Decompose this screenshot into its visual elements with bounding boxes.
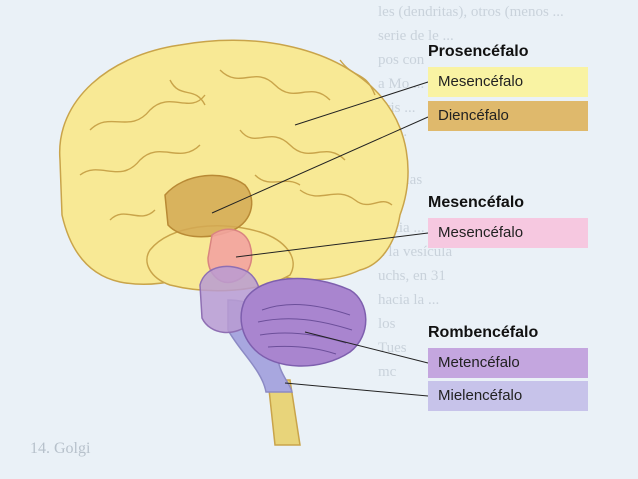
cerebrum-region <box>59 39 409 286</box>
label-box-metencefalo: Metencéfalo <box>428 348 588 378</box>
leader-line-prosencefalo-mesencefalo <box>294 81 429 126</box>
background-text-line: a Mo ... <box>378 76 425 92</box>
page-footer: 14. Golgi <box>30 440 91 457</box>
label-box-diencefalo: Diencéfalo <box>428 101 588 131</box>
gyri-lines <box>79 59 393 221</box>
group-title-prosencefalo: Prosencéfalo <box>428 43 529 60</box>
background-text-line: hacia la ... <box>378 292 440 308</box>
cerebellum-folia <box>257 304 353 355</box>
leader-line-metencefalo <box>304 331 429 364</box>
cerebellum-region <box>240 277 367 367</box>
leader-line-diencefalo <box>211 116 429 214</box>
label-box-mielencefalo: Mielencéfalo <box>428 381 588 411</box>
background-text-line: les (dendritas), otros (menos ... <box>378 4 564 20</box>
label-box-mesencefalo: Mesencéfalo <box>428 218 588 248</box>
group-title-rombencefalo: Rombencéfalo <box>428 324 539 341</box>
background-text-line: los <box>378 316 396 332</box>
background-text-line: pos con <box>378 52 425 68</box>
background-text-line: mc <box>378 364 397 380</box>
diencephalon-region <box>164 174 253 238</box>
label-box-mesencefalo-upper: Mesencéfalo <box>428 67 588 97</box>
leader-line-mesencefalo <box>235 232 429 258</box>
background-text-line: serie de le ... <box>378 28 454 44</box>
group-title-mesencefalo: Mesencéfalo <box>428 194 525 211</box>
leader-lines <box>211 81 429 397</box>
background-text-line: uchs, en 31 <box>378 268 446 284</box>
background-text-line: a la vesícula <box>378 244 453 260</box>
leader-line-mielencefalo <box>284 382 429 397</box>
